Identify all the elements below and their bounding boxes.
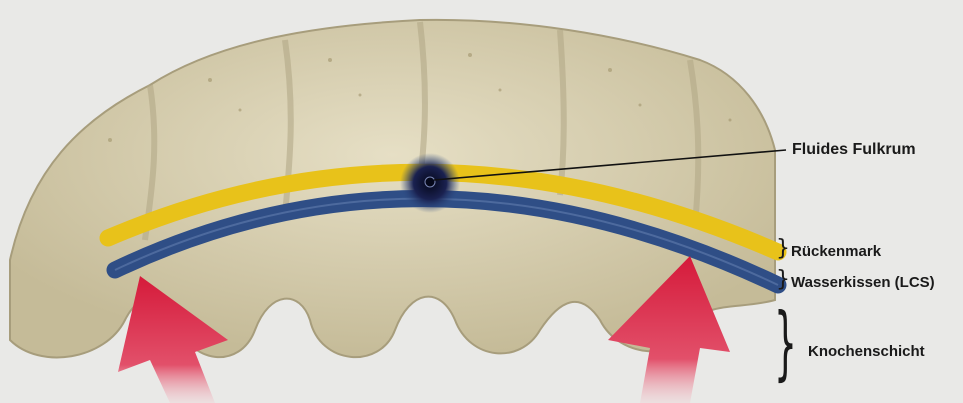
brace-rueckenmark: }: [776, 238, 790, 260]
label-wasserkissen: Wasserkissen (LCS): [791, 274, 935, 291]
label-rueckenmark: Rückenmark: [791, 243, 881, 260]
label-fluides-fulkrum: Fluides Fulkrum: [792, 141, 916, 159]
brace-knochenschicht: }: [774, 298, 797, 388]
label-knochenschicht: Knochenschicht: [808, 343, 925, 360]
brace-wasserkissen: }: [776, 269, 790, 291]
